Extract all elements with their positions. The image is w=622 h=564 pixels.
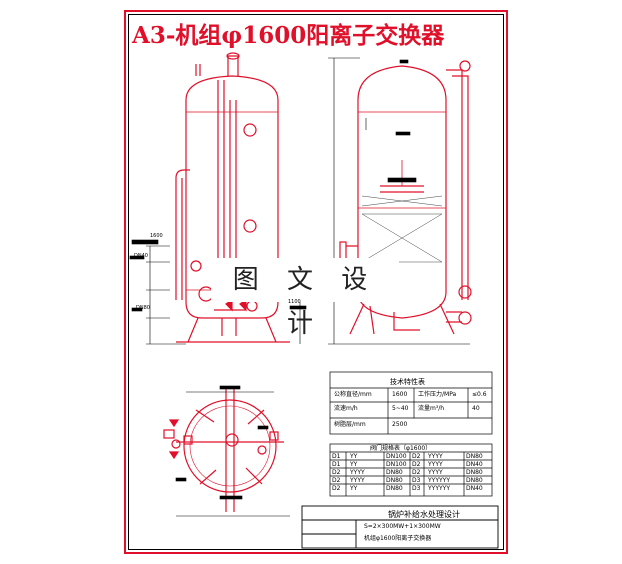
project-title: 锅炉补给水处理设计 <box>388 510 460 519</box>
spec-table-cell: 40 <box>472 405 480 412</box>
dimension-label: 1600 <box>150 233 163 239</box>
nozzle-table-cell: DN80 <box>466 453 483 460</box>
nozzle-table-cell: D3 <box>412 477 421 484</box>
nozzle-table-cell: YY <box>350 485 358 492</box>
nozzle-table-cell: DN80 <box>386 477 403 484</box>
nozzle-table-cell: YYYY <box>428 453 443 460</box>
nozzle-table-cell: DN100 <box>386 461 407 468</box>
nozzle-table-cell: DN80 <box>466 477 483 484</box>
nozzle-table-grid <box>329 443 493 497</box>
spec-table-heading: 技术特性表 <box>390 378 425 386</box>
spec-table-cell: 流速m/h <box>334 405 358 412</box>
nozzle-table-cell: D3 <box>412 485 421 492</box>
spec-table-cell: 2500 <box>392 421 408 428</box>
nozzle-table-cell: DN80 <box>386 469 403 476</box>
side-vessel-shell <box>357 65 447 319</box>
outer-border <box>124 10 508 554</box>
nozzle-table-cell: D2 <box>332 485 341 492</box>
spec-table-cell: 树脂层/mm <box>334 421 366 428</box>
side-hatch <box>361 195 443 263</box>
nozzle-table-cell: D2 <box>332 477 341 484</box>
spec-table-cell: 公称直径/mm <box>334 391 372 398</box>
spec-table-cell: ≤0.6 <box>472 391 487 398</box>
inner-border <box>128 14 504 550</box>
nozzle-table-cell: YYYY <box>428 469 443 476</box>
title-block-line2: 机组φ1600阳离子交换器 <box>364 535 432 542</box>
plan-dimensions <box>175 385 290 517</box>
nozzle-table-cell: D1 <box>332 453 341 460</box>
nozzle-table-cell: DN40 <box>466 461 483 468</box>
nozzle-table-cell: YYYY <box>350 469 365 476</box>
side-view <box>339 60 472 335</box>
nozzle-table-cell: D2 <box>332 469 341 476</box>
nozzle-table-cell: YY <box>350 453 358 460</box>
nozzle-table-cell: D1 <box>332 461 341 468</box>
dimension-label: DN80 <box>136 305 150 311</box>
spec-table-grid <box>329 371 493 435</box>
nozzle-table-cell: DN80 <box>466 469 483 476</box>
nozzle-table-cell: DN80 <box>386 485 403 492</box>
nozzle-table-cell: YYYY <box>428 461 443 468</box>
nozzle-table-cell: YY <box>350 461 358 468</box>
nozzle-table-cell: D2 <box>412 461 421 468</box>
nozzle-table-cell: YYYYYY <box>428 477 450 484</box>
nozzle-table-cell: YYYYYY <box>428 485 450 492</box>
nozzle-table-cell: DN100 <box>386 453 407 460</box>
dimension-label: 1100 <box>288 299 301 305</box>
dimension-label: DN40 <box>134 253 148 259</box>
spec-table-cell: 1600 <box>392 391 408 398</box>
front-dimensions <box>129 239 310 345</box>
spec-table-cell: 5~40 <box>392 405 409 412</box>
spec-table-cell: 流量m³/h <box>418 405 445 412</box>
title-block-grid <box>301 505 499 549</box>
front-vessel-shell <box>185 75 279 319</box>
drawing-title: A3-机组φ1600阳离子交换器 <box>132 22 445 49</box>
watermark: 图 文 设 计 <box>211 258 399 339</box>
nozzle-table-heading: 阀门规格表（φ1600） <box>370 445 432 452</box>
nozzle-table-cell: YYYY <box>350 477 365 484</box>
plan-view <box>163 386 284 512</box>
nozzle-table-cell: D2 <box>412 453 421 460</box>
spec-table-cell: 工作压力/MPa <box>418 391 457 398</box>
nozzle-table-cell: DN40 <box>466 485 483 492</box>
nozzle-table-cell: D2 <box>412 469 421 476</box>
plan-vessel-outline <box>183 399 277 493</box>
title-block-line1: S=2×300MW+1×300MW <box>364 523 441 530</box>
